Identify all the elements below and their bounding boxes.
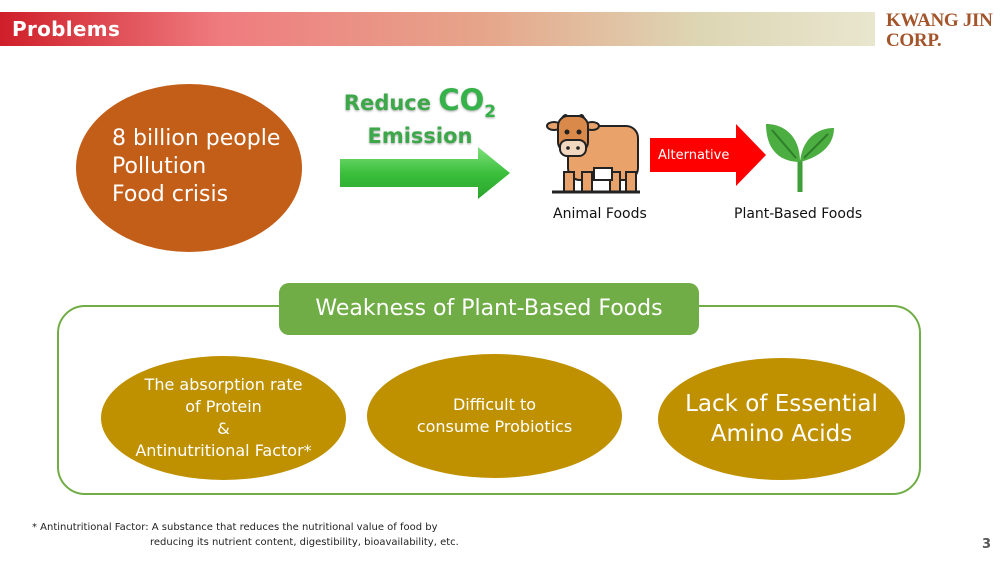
item1-line1: The absorption rate bbox=[144, 375, 303, 394]
item1-line2: of Protein bbox=[185, 397, 262, 416]
footnote-line-1: * Antinutritional Factor: A substance th… bbox=[32, 522, 438, 533]
alternative-label: Alternative bbox=[658, 148, 730, 163]
weakness-item-protein: The absorption rate of Protein & Antinut… bbox=[101, 356, 346, 480]
page-number: 3 bbox=[982, 537, 992, 552]
weakness-item-amino-acids: Lack of Essential Amino Acids bbox=[658, 358, 905, 480]
header-bar bbox=[0, 12, 875, 46]
alternative-arrow-icon bbox=[650, 124, 766, 186]
problem-text: 8 billion people Pollution Food crisis bbox=[112, 125, 280, 209]
page-title: Problems bbox=[12, 17, 121, 41]
item3-line2: Amino Acids bbox=[710, 421, 853, 447]
emission-word: Emission bbox=[367, 123, 473, 148]
plant-leaf-icon bbox=[766, 124, 834, 192]
item2-line2: consume Probiotics bbox=[416, 417, 573, 436]
footnote-line-2: reducing its nutrient content, digestibi… bbox=[150, 537, 459, 548]
weakness-item-probiotics: Difficult to consume Probiotics bbox=[367, 354, 622, 478]
item3-line1: Lack of Essential bbox=[685, 391, 878, 417]
reduce-word: Reduce bbox=[343, 91, 431, 115]
animal-foods-label: Animal Foods bbox=[553, 206, 647, 222]
problem-line-1: 8 billion people bbox=[112, 126, 281, 151]
item1-line4: Antinutritional Factor* bbox=[135, 441, 312, 460]
problem-circle bbox=[76, 84, 302, 252]
item2-line1: Difficult to bbox=[452, 395, 537, 414]
problem-line-3: Food crisis bbox=[112, 182, 229, 207]
plant-based-foods-label: Plant-Based Foods bbox=[734, 206, 863, 222]
item1-line3: & bbox=[217, 419, 230, 438]
co2-text: CO2 bbox=[438, 83, 497, 122]
right-arrow-icon bbox=[340, 147, 510, 199]
reduce-co2-label: Reduce CO2 Emission bbox=[330, 86, 510, 150]
company-logo: KWANG JIN CORP. bbox=[886, 11, 993, 51]
problem-line-2: Pollution bbox=[112, 154, 207, 179]
logo-line-1: KWANG JIN bbox=[886, 10, 993, 31]
cow-icon bbox=[546, 114, 640, 194]
logo-line-2: CORP. bbox=[886, 30, 942, 51]
weakness-title: Weakness of Plant-Based Foods bbox=[279, 283, 699, 335]
footnote: * Antinutritional Factor: A substance th… bbox=[32, 520, 459, 550]
